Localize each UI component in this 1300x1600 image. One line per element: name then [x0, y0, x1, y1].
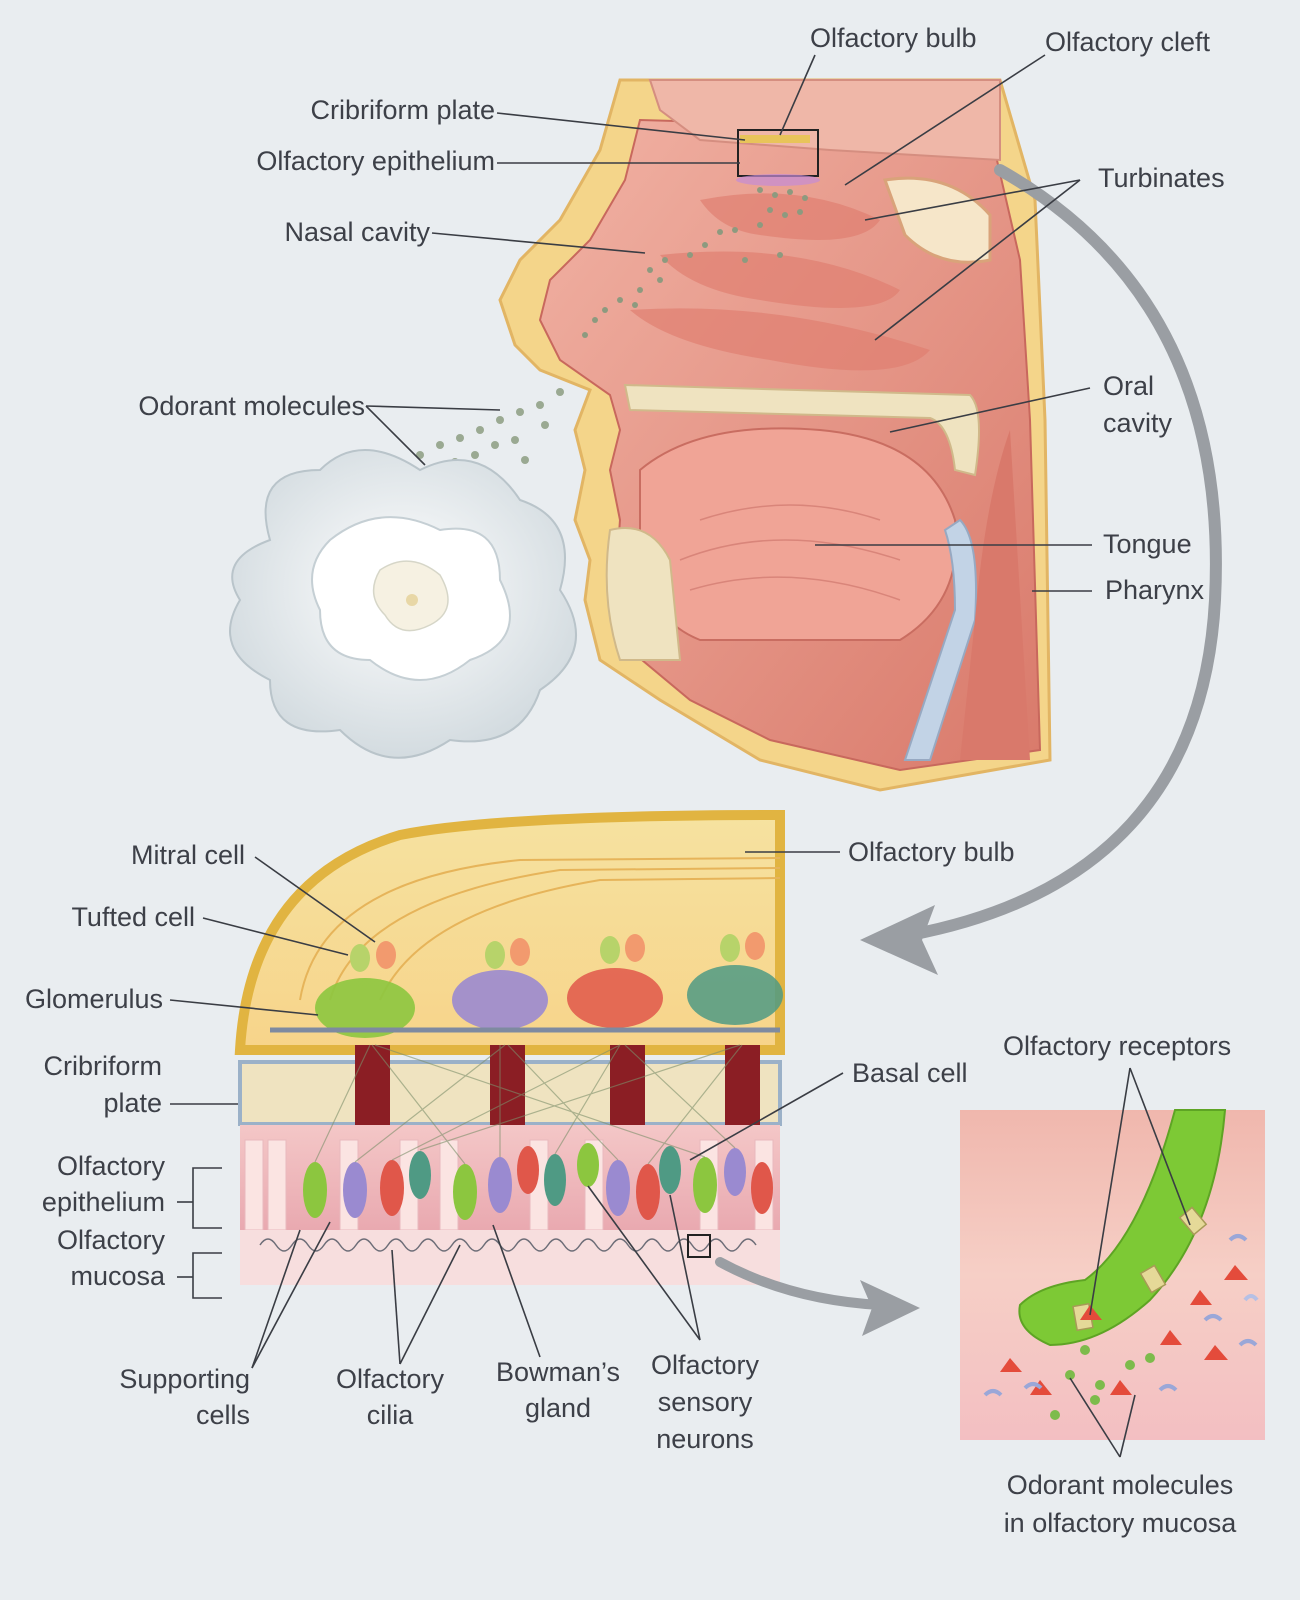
cilia	[259, 1238, 757, 1252]
label-cribriform-plate-head: Cribriform plate	[310, 95, 495, 125]
bulb-fibers	[299, 857, 781, 1001]
label-turbinates: Turbinates	[1098, 163, 1225, 193]
sensory-neurons	[303, 1143, 773, 1220]
gardenia-flower	[229, 449, 577, 759]
label-nasal-cavity: Nasal cavity	[284, 217, 430, 247]
cilium	[1018, 1109, 1227, 1347]
label-sensory-line2: sensory	[657, 1387, 753, 1417]
label-mitral-cell: Mitral cell	[130, 840, 245, 870]
cribriform-foramina	[355, 1045, 760, 1130]
label-oral-cavity-line1: Oral	[1103, 371, 1155, 401]
label-cribriform-line1: Cribriform	[43, 1051, 163, 1081]
head-cross-section	[498, 78, 1052, 792]
label-odorant-molecules: Odorant molecules	[138, 391, 365, 421]
label-olfactory-receptors: Olfactory receptors	[1003, 1031, 1232, 1061]
bulb-detail	[234, 809, 785, 1285]
transition-arrow	[904, 164, 1222, 941]
label-olfactory-bulb-detail: Olfactory bulb	[848, 837, 1015, 867]
olfactory-bulb-strip	[740, 135, 810, 143]
tongue	[639, 427, 958, 641]
glomerulus-teal	[687, 965, 783, 1025]
lower-jaw	[605, 527, 682, 661]
turbinate-lower	[630, 308, 930, 371]
label-pharynx: Pharynx	[1105, 575, 1205, 605]
transition-arrow-head	[860, 905, 938, 975]
axons	[314, 1044, 743, 1165]
label-odorant-inset-line2: in olfactory mucosa	[1003, 1508, 1237, 1538]
label-basal-cell: Basal cell	[852, 1058, 968, 1088]
turbinate-middle	[660, 251, 900, 308]
label-tufted-cell: Tufted cell	[71, 902, 195, 932]
label-oral-cavity-line2: cavity	[1103, 408, 1173, 438]
odorant-dots-nose	[582, 187, 808, 338]
tongue-fibers	[679, 504, 901, 601]
turbinate-upper	[700, 193, 880, 240]
label-odorant-inset-line1: Odorant molecules	[1006, 1470, 1234, 1500]
label-mucosa-line2: mucosa	[70, 1261, 165, 1291]
label-mucosa-line1: Olfactory	[56, 1225, 165, 1255]
odorant-particles	[983, 1234, 1259, 1420]
label-sensory-line1: Olfactory	[650, 1350, 760, 1380]
label-supporting-line1: Supporting	[119, 1364, 250, 1394]
label-bowman-line2: gland	[524, 1393, 592, 1423]
glomerulus-purple	[452, 970, 548, 1030]
label-epithelium-line1: Olfactory	[56, 1151, 165, 1181]
label-olfactory-cleft: Olfactory cleft	[1045, 27, 1211, 57]
label-bowman-line1: Bowman’s	[495, 1357, 621, 1387]
label-cilia-line1: Olfactory	[335, 1364, 445, 1394]
label-olfactory-bulb-head: Olfactory bulb	[810, 23, 977, 53]
label-epithelium-line2: epithelium	[41, 1187, 165, 1217]
label-sensory-line3: neurons	[656, 1424, 754, 1454]
label-tongue: Tongue	[1103, 529, 1192, 559]
label-supporting-line2: cells	[195, 1400, 250, 1430]
mitral-tufted-cells	[350, 932, 765, 972]
inset-arrow-head	[860, 1280, 920, 1336]
label-cribriform-line2: plate	[103, 1088, 162, 1118]
receptor-inset	[960, 1109, 1265, 1440]
zoom-box-small	[687, 1234, 711, 1258]
throat	[960, 430, 1030, 760]
label-glomerulus: Glomerulus	[24, 984, 163, 1014]
pharynx-wall	[903, 518, 977, 761]
glomerulus-green	[315, 978, 415, 1038]
sphenoid-sinus	[882, 176, 992, 264]
epithelium-glow	[736, 174, 820, 186]
inset-arrow	[715, 1257, 885, 1310]
leader-lines	[169, 54, 1191, 1458]
label-cilia-line2: cilia	[366, 1400, 414, 1430]
label-olfactory-epithelium-head: Olfactory epithelium	[256, 146, 495, 176]
glomerulus-red	[567, 968, 663, 1028]
